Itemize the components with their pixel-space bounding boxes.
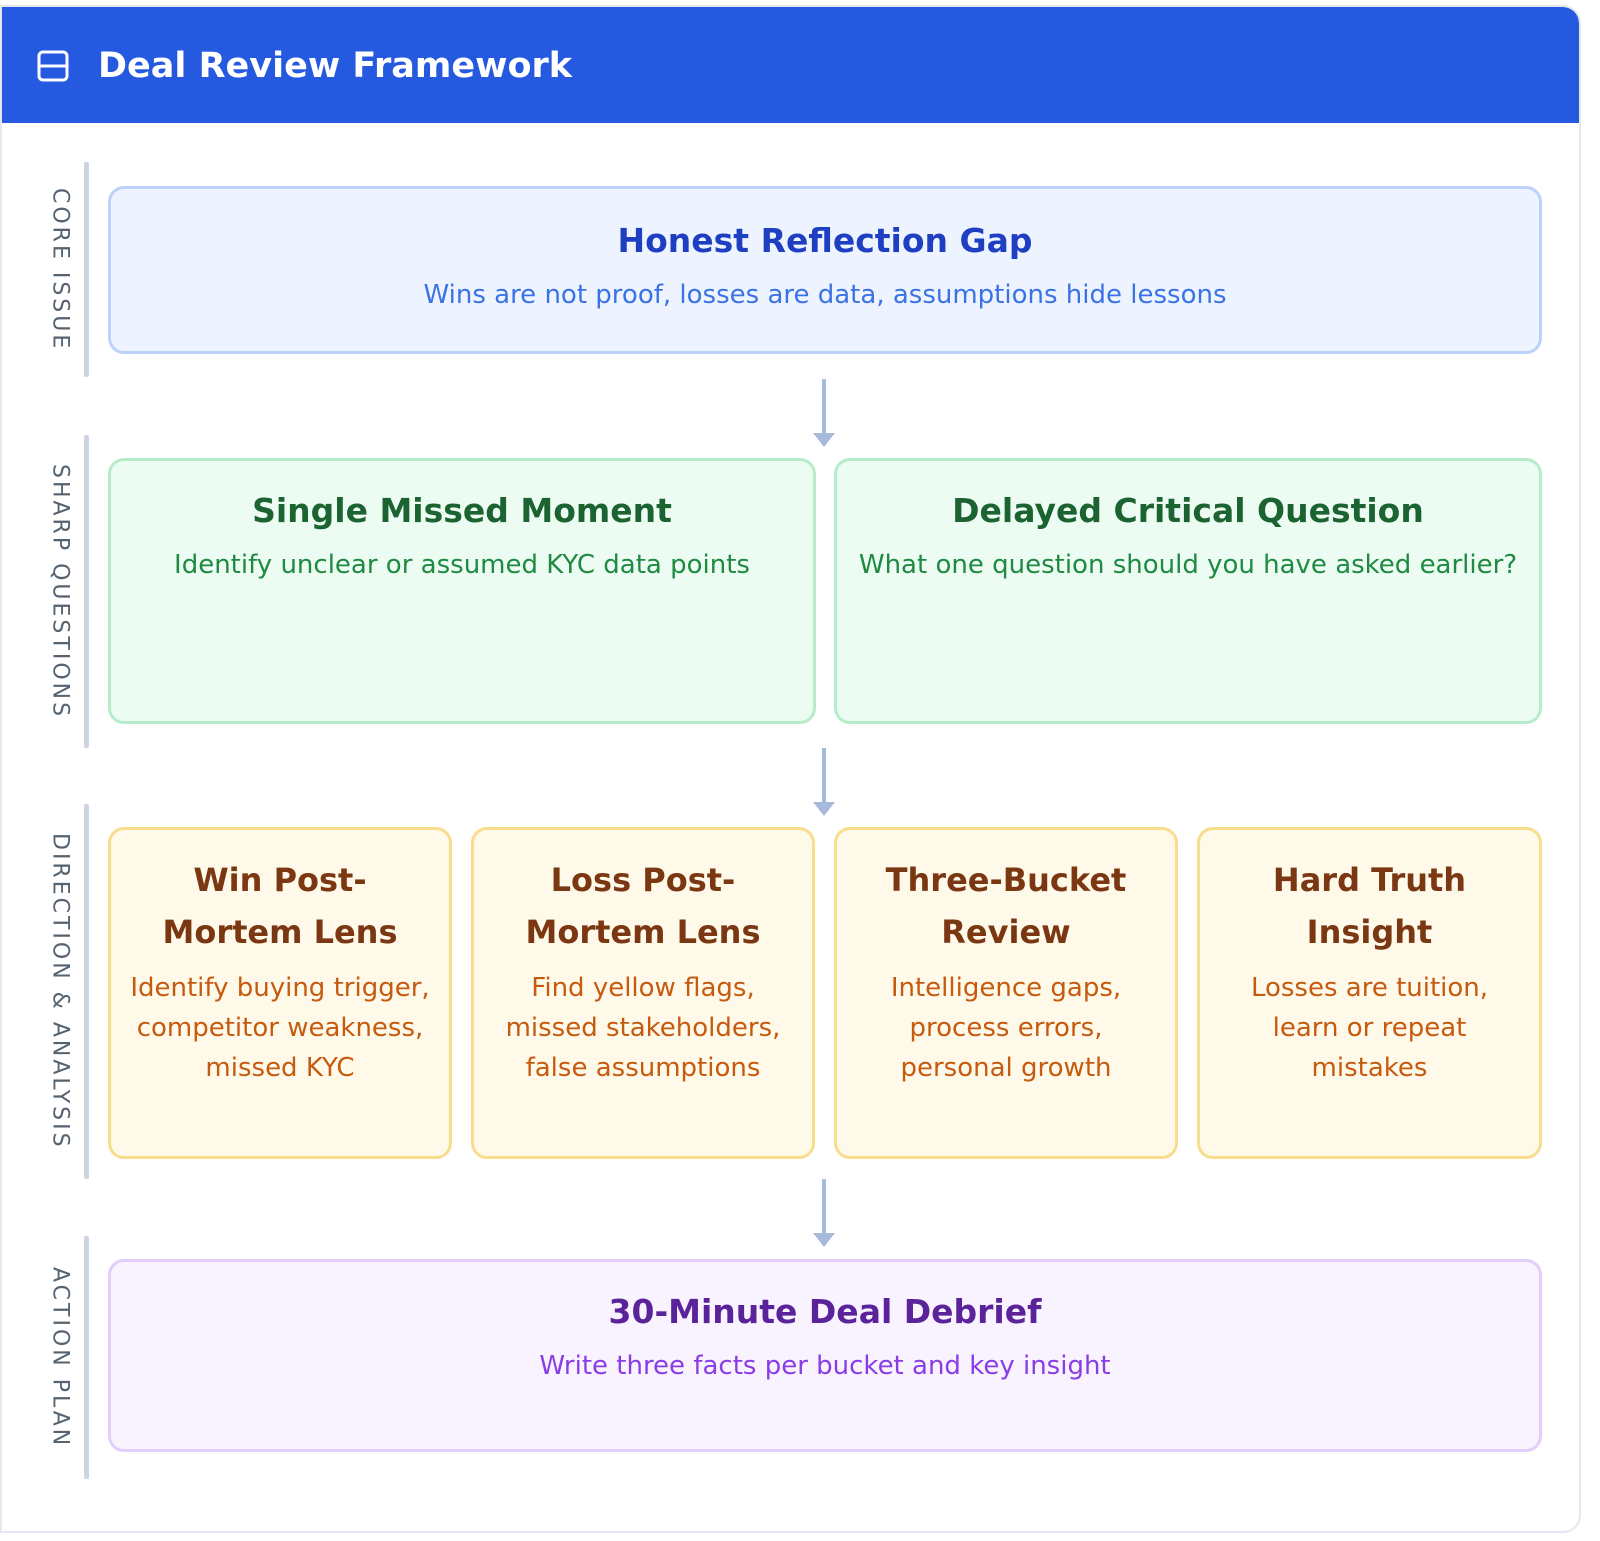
- box-description: Write three facts per bucket and key ins…: [539, 1351, 1111, 1381]
- box-description: Intelligence gaps, process errors, perso…: [890, 973, 1122, 1083]
- box-delayed-critical-question: Delayed Critical Question What one quest…: [834, 458, 1542, 724]
- box-description: Wins are not proof, losses are data, ass…: [423, 280, 1227, 310]
- box-description: Losses are tuition, learn or repeat mist…: [1250, 973, 1489, 1083]
- lane-label-sharp-questions: SHARP QUESTIONS: [47, 463, 73, 720]
- lane-divider: [84, 162, 89, 377]
- arrow-down-icon: [813, 1179, 835, 1247]
- box-loss-post-mortem-lens: Loss Post-Mortem Lens Find yellow flags,…: [471, 827, 815, 1159]
- box-three-bucket-review: Three-Bucket Review Intelligence gaps, p…: [834, 827, 1178, 1159]
- box-title: Win Post-Mortem Lens: [162, 861, 398, 951]
- box-title: Loss Post-Mortem Lens: [525, 861, 761, 951]
- box-description: Identify buying trigger, competitor weak…: [130, 973, 430, 1083]
- box-title: 30-Minute Deal Debrief: [608, 1292, 1042, 1331]
- lane-divider: [84, 804, 89, 1179]
- box-description: Find yellow flags, missed stakeholders, …: [505, 973, 781, 1083]
- arrow-down-icon: [813, 379, 835, 447]
- box-title: Honest Reflection Gap: [617, 221, 1033, 260]
- box-title: Three-Bucket Review: [885, 861, 1127, 951]
- lane-label-core-issue: CORE ISSUE: [47, 187, 73, 352]
- header-bar: Deal Review Framework: [2, 7, 1579, 123]
- box-description: Identify unclear or assumed KYC data poi…: [174, 550, 750, 580]
- lane-label-direction-analysis: DIRECTION & ANALYSIS: [47, 833, 73, 1150]
- box-title: Hard Truth Insight: [1272, 861, 1467, 951]
- lane-divider: [84, 1236, 89, 1479]
- arrow-down-icon: [813, 748, 835, 816]
- box-title: Single Missed Moment: [252, 491, 672, 530]
- diagram-frame: Deal Review Framework CORE ISSUE Honest …: [0, 5, 1581, 1533]
- box-title: Delayed Critical Question: [952, 491, 1424, 530]
- layout-panel-icon: [37, 50, 69, 82]
- page-title: Deal Review Framework: [98, 46, 573, 86]
- box-honest-reflection-gap: Honest Reflection Gap Wins are not proof…: [108, 186, 1542, 354]
- box-hard-truth-insight: Hard Truth Insight Losses are tuition, l…: [1197, 827, 1542, 1159]
- box-single-missed-moment: Single Missed Moment Identify unclear or…: [108, 458, 816, 724]
- box-30-minute-deal-debrief: 30-Minute Deal Debrief Write three facts…: [108, 1259, 1542, 1452]
- box-description: What one question should you have asked …: [858, 550, 1518, 580]
- lane-divider: [84, 435, 89, 748]
- box-win-post-mortem-lens: Win Post-Mortem Lens Identify buying tri…: [108, 827, 452, 1159]
- lane-label-action-plan: ACTION PLAN: [47, 1266, 73, 1449]
